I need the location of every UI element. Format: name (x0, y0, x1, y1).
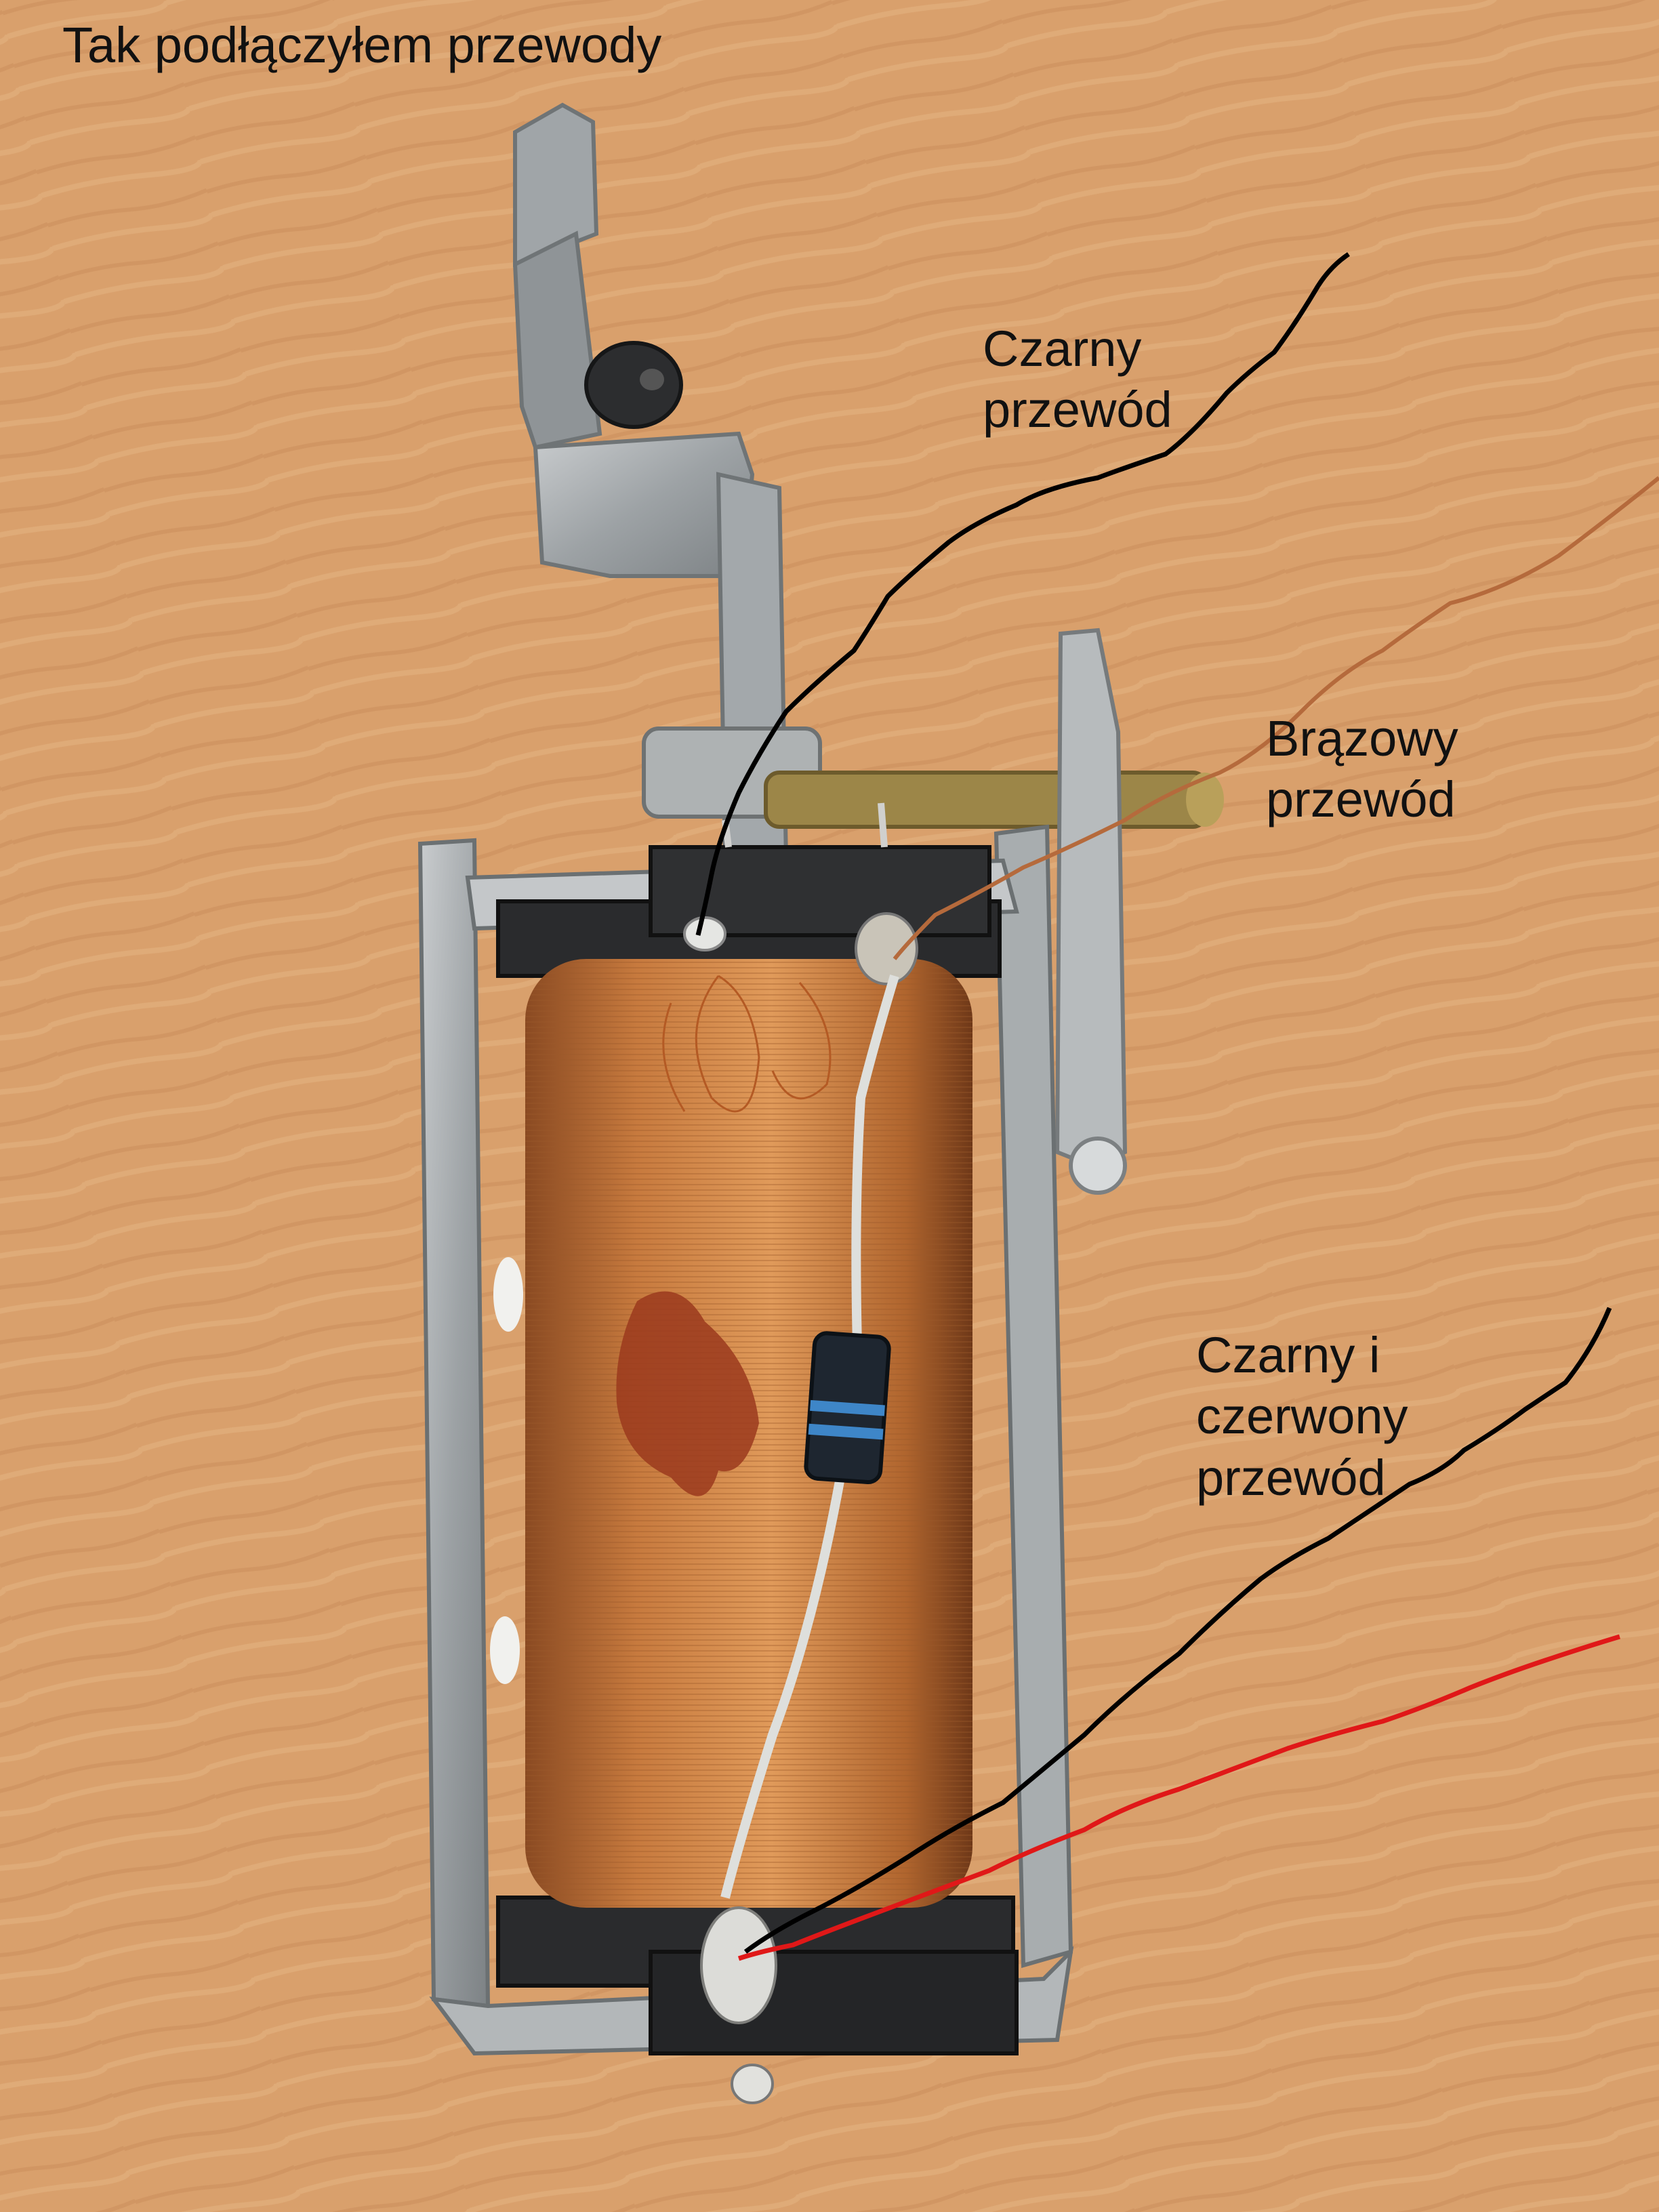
terminal-pin-bottom (731, 2064, 774, 2104)
frame-right-plate (1054, 628, 1128, 1168)
red-wire (737, 1634, 1621, 1961)
annotation-black-red-wire-line3: przewód (1196, 1449, 1386, 1506)
brown-wire (893, 476, 1659, 960)
annotation-black-wire: Czarny przewód (983, 319, 1172, 441)
diode-lead-bottom (720, 1476, 845, 1899)
loose-wire-loops (662, 975, 832, 1113)
black-wire-bottom (743, 1307, 1612, 1954)
annotation-brown-wire-line1: Brązowy (1266, 710, 1458, 766)
frame-screw (1069, 1136, 1127, 1195)
black-wire-top (695, 252, 1350, 936)
diode-lead-top (851, 974, 899, 1346)
image-caption: Tak podłączyłem przewody (62, 17, 662, 73)
annotation-brown-wire-line2: przewód (1266, 771, 1456, 828)
solder-joint-top-right (855, 912, 918, 985)
annotation-black-red-wire-line2: czerwony (1196, 1388, 1408, 1445)
bumper-screw-hole (640, 369, 664, 390)
annotation-black-wire-line1: Czarny (983, 321, 1142, 377)
rubber-bumper (584, 341, 683, 429)
glue-spot (616, 1291, 759, 1496)
solder-joint-top-left (683, 916, 726, 951)
annotation-black-red-wire: Czarny i czerwony przewód (1196, 1325, 1408, 1509)
solder-joint-bottom (700, 1906, 777, 2024)
annotation-black-red-wire-line1: Czarny i (1196, 1327, 1380, 1383)
annotation-black-wire-line2: przewód (983, 382, 1172, 438)
diode (804, 1331, 891, 1485)
annotation-brown-wire: Brązowy przewód (1266, 708, 1458, 831)
